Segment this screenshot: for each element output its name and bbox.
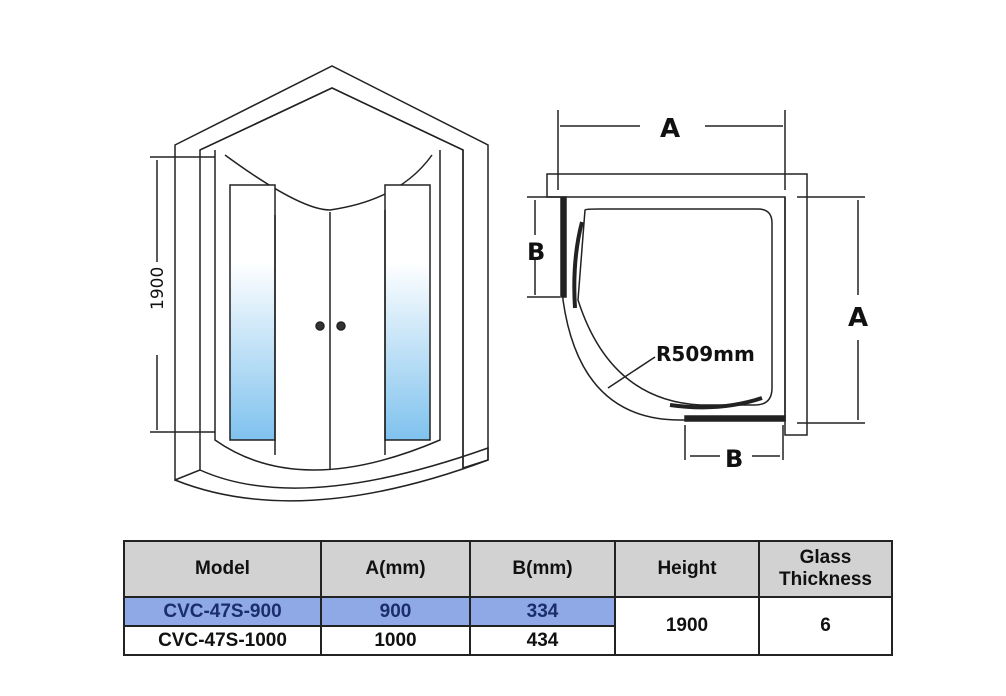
header-height: Height [614,540,760,598]
dim-b-bottom: B [725,445,743,473]
dim-a-right: A [848,303,868,333]
shower-3d-view [150,65,489,502]
cell-a: 900 [320,596,471,627]
cell-b: 434 [469,625,616,656]
cell-height: 1900 [614,596,760,656]
header-a: A(mm) [320,540,471,598]
radius-label: R509mm [656,342,755,366]
cell-glass: 6 [758,596,893,656]
cell-a: 1000 [320,625,471,656]
cell-model: CVC-47S-900 [123,596,322,627]
header-glass: Glass Thickness [758,540,893,598]
dim-b-left: B [527,238,545,266]
spec-table: Model A(mm) B(mm) Height Glass Thickness… [123,540,893,656]
dim-a-top: A [660,114,680,144]
header-b: B(mm) [469,540,616,598]
header-model: Model [123,540,322,598]
cell-model: CVC-47S-1000 [123,625,322,656]
height-label: 1900 [148,267,168,310]
table-row: CVC-47S-1000 1000 434 [123,625,892,656]
table-row: CVC-47S-900 900 334 1900 6 [123,596,893,656]
plan-view [527,110,865,460]
cell-b: 334 [469,596,616,627]
